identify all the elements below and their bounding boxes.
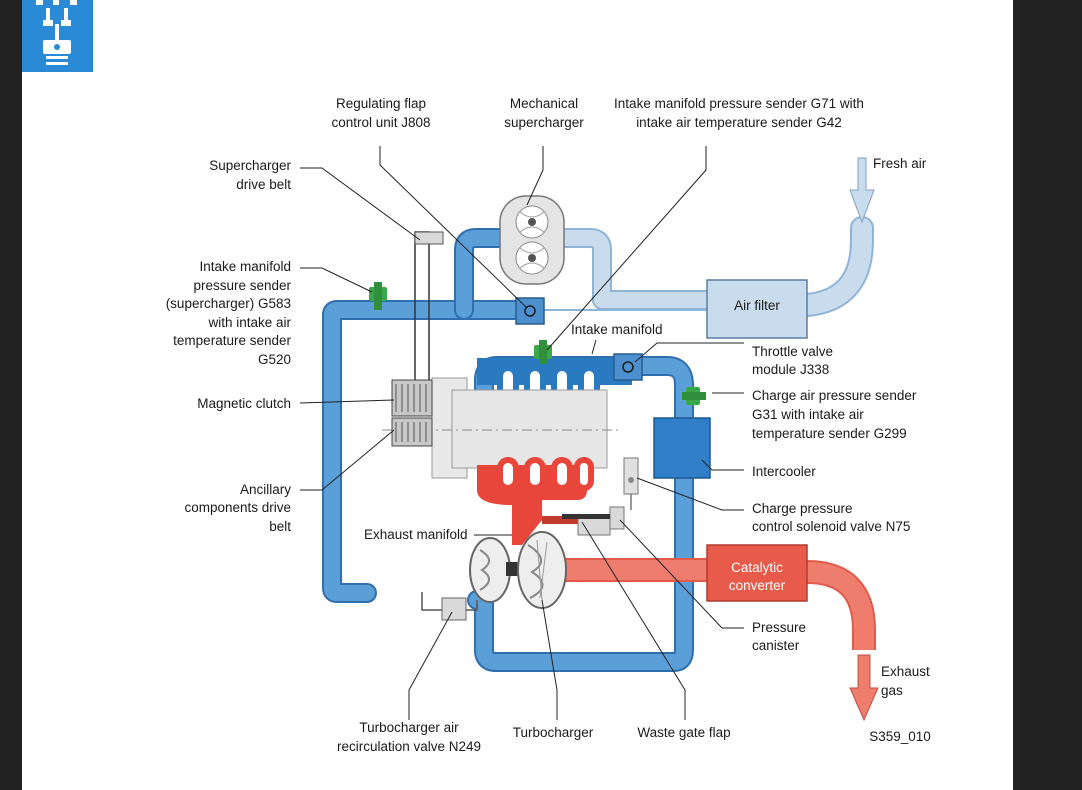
charge-pressure-valve-label-2: control solenoid valve N75 [752,519,910,534]
ancillary-belt-label-1: Ancillary [240,482,291,497]
intake-sender-g583-label-6: G520 [258,352,291,367]
leader-lines [299,146,744,720]
throttle-valve-label-1: Throttle valve [752,344,833,359]
supercharger-belt-label-2: drive belt [236,177,291,192]
throttle-valve-icon [613,353,643,381]
regulating-flap-label-2: control unit J808 [331,115,430,130]
air-filter: Air filter [706,279,808,339]
solenoid-valve-icon [623,457,639,510]
intake-sender-g71-label-1: Intake manifold pressure sender G71 with [614,96,864,111]
catalytic-converter-line1: Catalytic [731,560,783,575]
exhaust-pipework [542,514,876,650]
exhaust-gas-arrow [849,654,879,722]
charge-air-sender-label-2: G31 with intake air [752,407,864,422]
regulating-flap-label-1: Regulating flap [336,96,426,111]
page: Air filter Catalytic converter [22,0,1013,790]
sensor-g71-icon [534,340,552,364]
supercharger-belt-label-1: Supercharger [209,158,291,173]
exhaust-manifold [477,457,594,545]
recirc-valve-label-2: recirculation valve N249 [337,739,481,754]
ancillary-belt-label-2: components drive [184,500,291,515]
pressure-canister-label-2: canister [752,638,800,653]
exhaust-gas-label-2: gas [881,683,903,698]
catalytic-converter: Catalytic converter [706,544,808,602]
charge-pressure-valve-label-1: Charge pressure [752,501,853,516]
pressure-canister-icon [562,506,625,530]
fresh-air-arrow [849,157,875,224]
intake-sender-g583-label-3: (supercharger) G583 [166,296,291,311]
intake-sender-g71-label-2: intake air temperature sender G42 [636,115,842,130]
intercooler-block [653,417,711,479]
exhaust-gas-label-1: Exhaust [881,664,930,679]
sensor-g31-icon [682,387,706,405]
engine-charging-diagram: Air filter Catalytic converter [22,0,931,754]
recirc-valve-label-1: Turbocharger air [359,720,459,735]
charge-air-sender-label-3: temperature sender G299 [752,426,907,441]
engine-piston-icon [22,0,93,72]
mechanical-supercharger [499,195,565,285]
intercooler-label: Intercooler [752,464,816,479]
recirculation-valve-icon [421,592,478,621]
intake-sender-g583-label-2: pressure sender [193,278,291,293]
sensor-g583-icon [369,282,387,310]
turbocharger-label: Turbocharger [513,725,594,740]
magnetic-clutch-label: Magnetic clutch [197,396,291,411]
turbocharger [469,531,567,609]
mech-supercharger-label-2: supercharger [504,115,584,130]
mech-supercharger-label-1: Mechanical [510,96,578,111]
intake-sender-g583-label-4: with intake air [207,315,291,330]
belt-drive [391,231,444,447]
waste-gate-label: Waste gate flap [637,725,730,740]
ancillary-belt-label-3: belt [269,519,291,534]
fresh-air-label: Fresh air [873,156,927,171]
intake-manifold-label: Intake manifold [571,322,663,337]
charge-air-sender-label-1: Charge air pressure sender [752,388,917,403]
intake-sender-g583-label-5: temperature sender [173,333,291,348]
intake-sender-g583-label-1: Intake manifold [199,259,291,274]
air-filter-label: Air filter [734,298,780,313]
viewer-right-margin [1013,0,1082,790]
catalytic-converter-line2: converter [729,578,786,593]
exhaust-manifold-label: Exhaust manifold [364,527,468,542]
labels: Regulating flap control unit J808 Mechan… [166,96,931,754]
figure-code: S359_010 [869,729,931,744]
pressure-canister-label-1: Pressure [752,620,806,635]
engine-block [382,377,622,479]
throttle-valve-label-2: module J338 [752,362,829,377]
